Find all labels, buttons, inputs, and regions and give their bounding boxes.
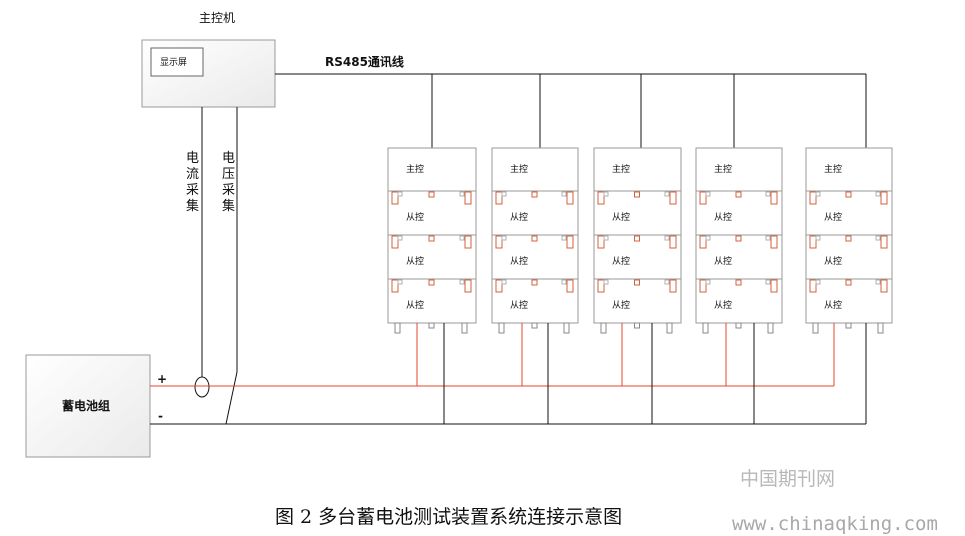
device-terminals — [498, 322, 570, 334]
slave-module: 从控 — [387, 234, 477, 280]
slave-label: 从控 — [824, 299, 842, 311]
battery-bank: 蓄电池组 + - — [25, 354, 167, 458]
master-module: 主控 — [491, 147, 579, 192]
slave-module: 从控 — [805, 190, 893, 236]
slave-module: 从控 — [593, 278, 682, 324]
display-screen-label: 显示屏 — [160, 57, 187, 68]
svg-text:采: 采 — [222, 183, 235, 198]
svg-text:集: 集 — [186, 198, 199, 214]
positive-terminal-label: + — [157, 372, 167, 386]
master-module: 主控 — [593, 147, 682, 192]
svg-text:电: 电 — [186, 151, 199, 166]
master-label: 主控 — [406, 163, 424, 175]
voltage-sampling-label: 电 压 采 集 — [222, 151, 235, 214]
slave-module: 从控 — [695, 190, 783, 236]
slave-label: 从控 — [510, 211, 528, 223]
battery-bank-label: 蓄电池组 — [62, 398, 110, 413]
svg-text:压: 压 — [222, 167, 235, 182]
slave-module: 从控 — [805, 234, 893, 280]
display-screen: 显示屏 — [150, 47, 204, 77]
slave-label: 从控 — [510, 255, 528, 267]
device-terminals — [394, 322, 468, 334]
slave-label: 从控 — [714, 299, 732, 311]
slave-module: 从控 — [491, 234, 579, 280]
slave-module: 从控 — [695, 234, 783, 280]
rs485-label: RS485通讯线 — [325, 54, 404, 69]
sense-wires: 电 流 采 集 电 压 采 集 — [186, 107, 238, 425]
voltage-probe-line — [225, 371, 238, 425]
slave-label: 从控 — [824, 211, 842, 223]
main-controller-title: 主控机 — [199, 11, 235, 25]
slave-label: 从控 — [714, 255, 732, 267]
device-terminals — [702, 322, 774, 334]
slave-label: 从控 — [612, 299, 630, 311]
watermark-cn: 中国期刊网 — [740, 468, 835, 490]
master-module: 主控 — [805, 147, 893, 192]
current-sampling-label: 电 流 采 集 — [186, 151, 199, 214]
master-label: 主控 — [714, 163, 732, 175]
slave-label: 从控 — [714, 211, 732, 223]
svg-text:采: 采 — [186, 183, 199, 198]
main-controller: 主控机 显示屏 — [141, 11, 276, 108]
slave-module: 从控 — [593, 234, 682, 280]
svg-text:集: 集 — [222, 198, 235, 214]
slave-label: 从控 — [510, 299, 528, 311]
current-sensor-clamp — [194, 376, 210, 398]
slave-module: 从控 — [805, 278, 893, 324]
slave-module: 从控 — [593, 190, 682, 236]
master-module: 主控 — [695, 147, 783, 192]
slave-label: 从控 — [612, 255, 630, 267]
slave-label: 从控 — [406, 299, 424, 311]
device-terminals — [812, 322, 884, 334]
device-terminals — [600, 322, 673, 334]
figure-caption: 图 2 多台蓄电池测试装置系统连接示意图 — [275, 506, 622, 528]
slave-module: 从控 — [695, 278, 783, 324]
slave-label: 从控 — [406, 255, 424, 267]
slave-module: 从控 — [387, 190, 477, 236]
slave-label: 从控 — [824, 255, 842, 267]
slave-module: 从控 — [387, 278, 477, 324]
slave-label: 从控 — [406, 211, 424, 223]
slave-label: 从控 — [612, 211, 630, 223]
master-label: 主控 — [510, 163, 528, 175]
rs485-bus: RS485通讯线 — [275, 54, 867, 148]
svg-text:流: 流 — [186, 167, 199, 182]
watermark-url: www.chinaqking.com — [732, 513, 938, 535]
master-label: 主控 — [824, 163, 842, 175]
negative-terminal-label: - — [158, 409, 163, 423]
slave-module: 从控 — [491, 190, 579, 236]
svg-text:电: 电 — [222, 151, 235, 166]
master-label: 主控 — [612, 163, 630, 175]
master-module: 主控 — [387, 147, 477, 192]
slave-module: 从控 — [491, 278, 579, 324]
